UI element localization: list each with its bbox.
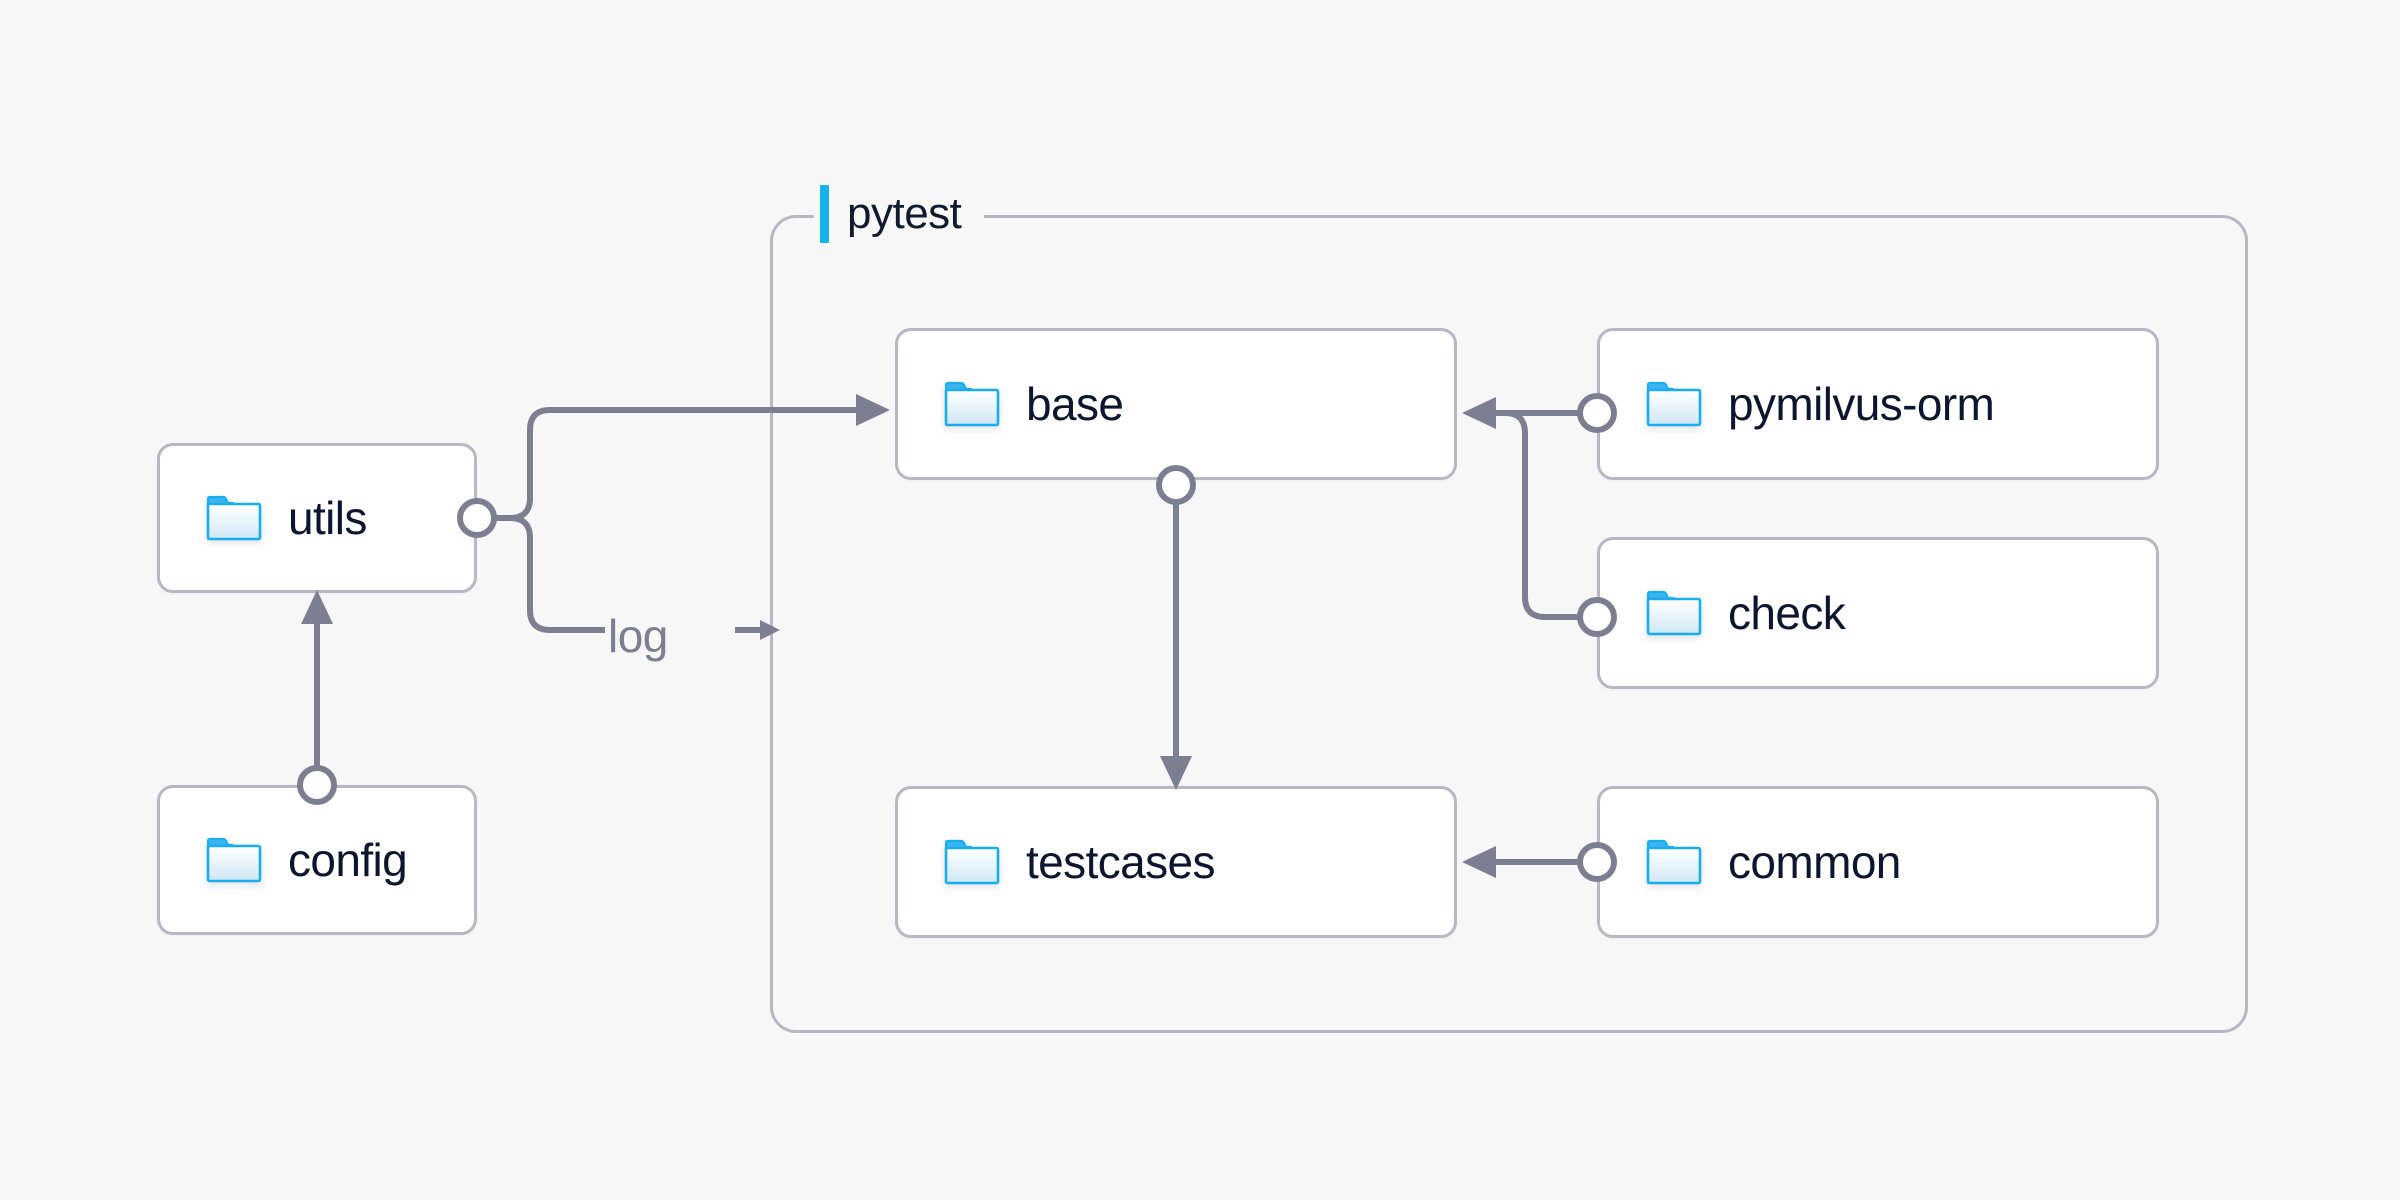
node-check[interactable]: check: [1597, 537, 2159, 689]
node-content: pymilvus-orm: [1600, 378, 1995, 430]
folder-icon: [1646, 590, 1702, 636]
edge-utils-to-log: log: [457, 498, 780, 662]
node-label-testcases: testcases: [1026, 836, 1216, 888]
accent-bar-icon: [820, 185, 829, 243]
folder-icon: [1646, 839, 1702, 885]
edge-line: [477, 515, 605, 633]
node-content: config: [160, 834, 408, 886]
group-label-text: pytest: [847, 189, 962, 238]
group-label-background-mask: [814, 209, 984, 221]
node-label-utils: utils: [288, 492, 367, 544]
node-common[interactable]: common: [1597, 786, 2159, 938]
node-content: utils: [160, 495, 367, 541]
folder-icon: [206, 837, 262, 883]
node-content: common: [1600, 839, 1901, 885]
folder-icon: [944, 839, 1000, 885]
node-label-pymilvus-orm: pymilvus-orm: [1728, 378, 1995, 430]
group-label-pytest: pytest: [820, 185, 962, 243]
node-content: check: [1600, 587, 1846, 639]
node-pymilvus-orm[interactable]: pymilvus-orm: [1597, 328, 2159, 480]
node-testcases[interactable]: testcases: [895, 786, 1457, 938]
node-label-config: config: [288, 834, 408, 886]
node-config[interactable]: config: [157, 785, 477, 935]
arrowhead-icon: [301, 590, 333, 624]
node-label-common: common: [1728, 836, 1901, 888]
folder-icon: [1646, 381, 1702, 427]
folder-icon: [206, 495, 262, 541]
node-label-check: check: [1728, 587, 1846, 639]
edge-config-to-utils: [297, 590, 337, 805]
node-label-base: base: [1026, 378, 1124, 430]
node-utils[interactable]: utils: [157, 443, 477, 593]
node-content: base: [898, 378, 1124, 430]
node-content: testcases: [898, 836, 1216, 888]
edge-label-log: log: [608, 610, 668, 662]
node-base[interactable]: base: [895, 328, 1457, 480]
folder-icon: [944, 381, 1000, 427]
